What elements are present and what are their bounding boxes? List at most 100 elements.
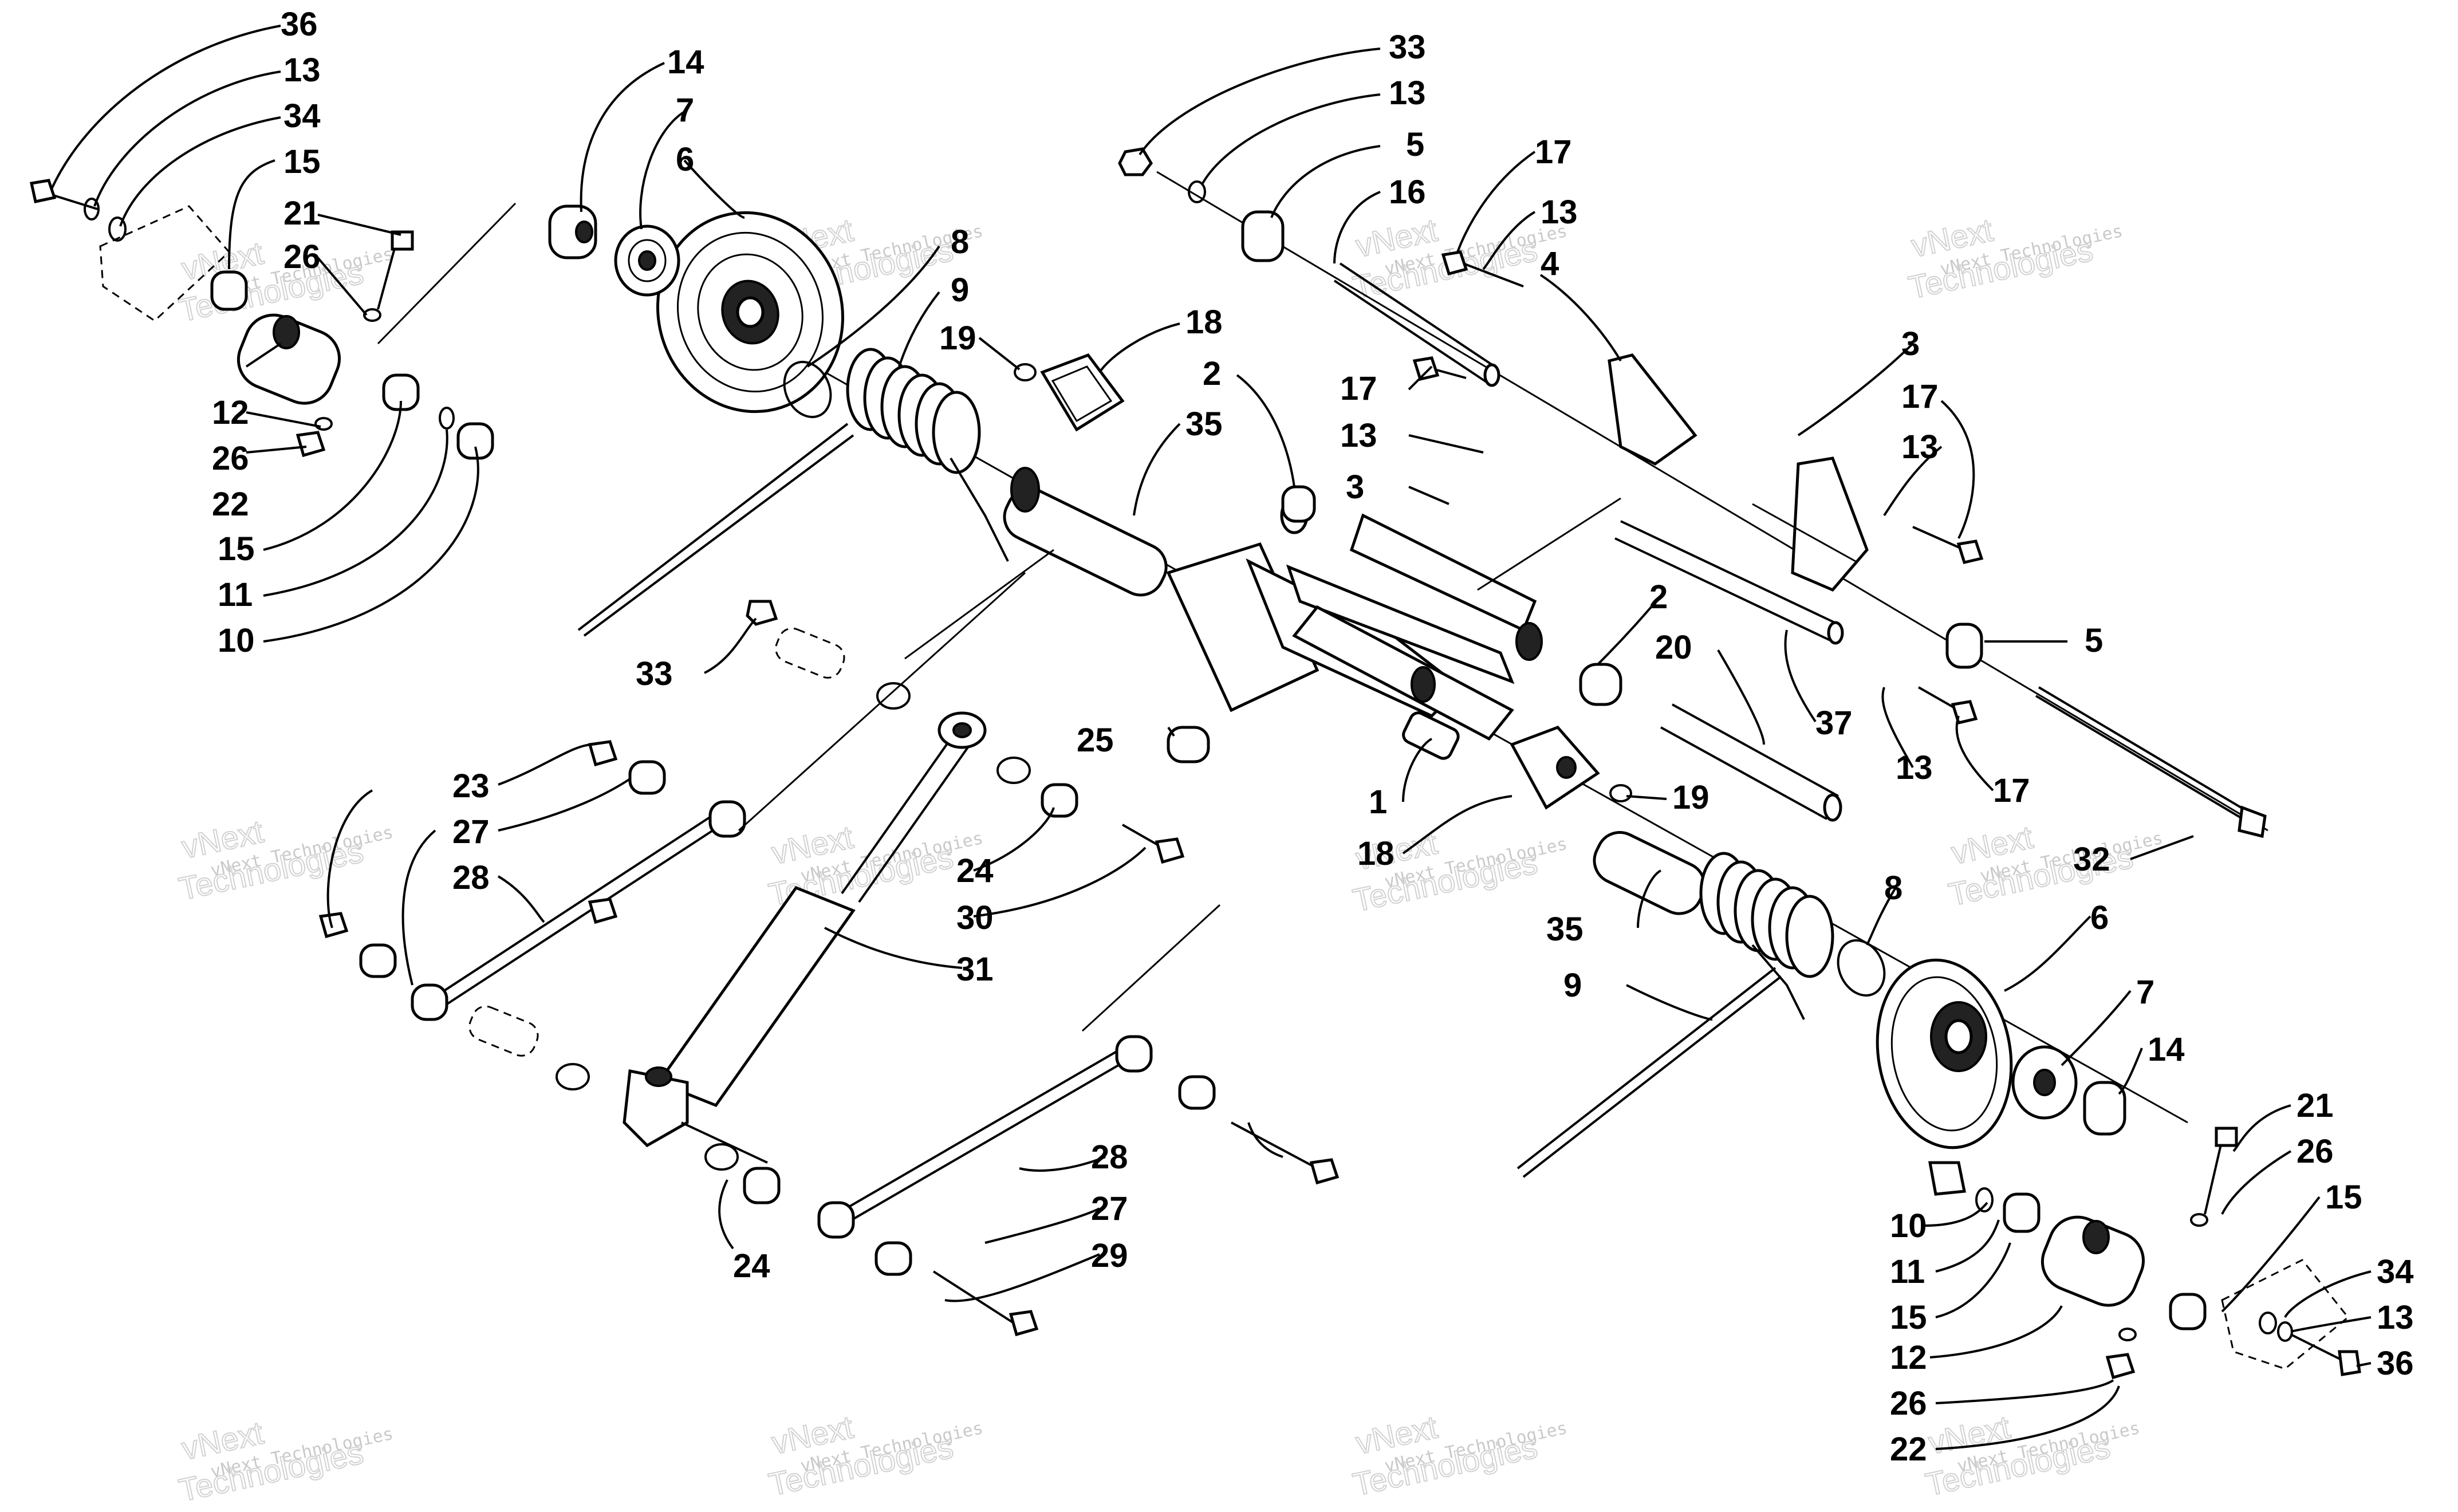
callout-2: 2 — [1203, 355, 1221, 392]
callout-33: 33 — [636, 655, 673, 692]
callout-17: 17 — [1535, 133, 1572, 171]
shaft-spacer-upper — [1003, 467, 1168, 597]
callout-37: 37 — [1815, 704, 1853, 742]
callout-36: 36 — [281, 6, 318, 43]
washer-13 — [1188, 180, 1206, 203]
callout-12: 12 — [212, 394, 249, 431]
axle-block-lower — [1928, 1127, 2361, 1380]
watermark: vNext Technologies vNext Technologies — [175, 812, 395, 907]
bolt-17-right — [1912, 526, 1984, 564]
bolt-17-upper — [1441, 250, 1524, 288]
bearing-upper — [614, 225, 680, 297]
callout-28: 28 — [452, 859, 490, 896]
snap-ring-upper — [783, 360, 832, 419]
callout-11: 11 — [1890, 1253, 1925, 1290]
callout-6: 6 — [2090, 899, 2109, 936]
callout-33: 33 — [1389, 29, 1426, 66]
torsion-spring-lower — [1516, 852, 1834, 1178]
callout-11: 11 — [218, 576, 253, 613]
shaft-spacer-lower — [1593, 830, 1706, 915]
callout-13: 13 — [1896, 749, 1933, 786]
spacer-lower — [2083, 1081, 2126, 1136]
callout-25: 25 — [1077, 722, 1114, 759]
rear-arm-brackets — [1608, 353, 1869, 592]
lower-link-upper — [359, 627, 845, 1057]
ref-line — [377, 202, 517, 345]
bolt-17-mid — [1412, 356, 1467, 381]
callout-14: 14 — [2148, 1031, 2185, 1068]
callout-9: 9 — [951, 271, 969, 309]
callout-18: 18 — [1357, 835, 1395, 872]
callout-13: 13 — [1541, 194, 1578, 231]
callout-24: 24 — [733, 1247, 770, 1285]
callout-15: 15 — [1890, 1299, 1927, 1336]
callout-26: 26 — [212, 440, 249, 477]
lower-link-lower — [743, 1035, 1216, 1276]
watermark: vNext Technologies vNext Technologies — [175, 1413, 395, 1509]
callout-15: 15 — [283, 143, 321, 180]
leader-lines — [50, 25, 2372, 1450]
callout-21: 21 — [2297, 1087, 2334, 1124]
callout-13: 13 — [1901, 428, 1939, 466]
watermark: vNext Technologies vNext Technologies — [765, 1408, 985, 1503]
bolt-28-link — [1231, 1121, 1340, 1185]
mount-bracket-lower — [1510, 726, 1600, 810]
callout-3: 3 — [1901, 325, 1920, 363]
callout-10: 10 — [218, 622, 255, 659]
callout-23: 23 — [452, 767, 490, 805]
callout-2: 2 — [1649, 578, 1668, 616]
callout-8: 8 — [951, 223, 969, 261]
callout-9: 9 — [1563, 967, 1582, 1004]
bushing-2-upper — [1281, 485, 1316, 523]
ref-line — [1081, 904, 1221, 1032]
washer-24-left — [556, 1063, 590, 1090]
callout-27: 27 — [1091, 1190, 1128, 1227]
callout-labels: 36 13 34 15 21 26 12 26 22 15 11 10 14 7… — [212, 6, 2414, 1468]
callout-26: 26 — [2297, 1133, 2334, 1170]
bushing-25 — [1167, 726, 1210, 763]
spacer-5-lower — [1945, 623, 1983, 669]
nut-23 — [588, 897, 618, 924]
washer-24-mid — [996, 757, 1031, 784]
ref-line — [1477, 497, 1621, 591]
callout-19: 19 — [939, 320, 976, 357]
callout-7: 7 — [2136, 974, 2154, 1011]
bearing-lower — [2011, 1045, 2078, 1120]
callout-24: 24 — [956, 852, 994, 889]
callout-4: 4 — [1541, 245, 1559, 282]
callout-1: 1 — [1369, 783, 1387, 821]
callout-17: 17 — [1901, 378, 1939, 415]
callout-26: 26 — [283, 238, 321, 275]
rod-37 — [1614, 520, 1844, 645]
callout-22: 22 — [1890, 1431, 1927, 1468]
callout-17: 17 — [1340, 370, 1377, 407]
callout-28: 28 — [1091, 1139, 1128, 1176]
callout-3: 3 — [1346, 468, 1364, 506]
callout-22: 22 — [212, 486, 249, 523]
callout-27: 27 — [452, 813, 490, 850]
callout-26: 26 — [1890, 1385, 1927, 1422]
torsion-spring-upper — [577, 348, 1009, 637]
washer-24-upper — [876, 682, 911, 710]
callout-18: 18 — [1185, 304, 1223, 341]
callout-35: 35 — [1185, 405, 1223, 443]
spacer-5-upper — [1241, 210, 1285, 262]
callout-19: 19 — [1672, 779, 1709, 816]
bolt-17-lower — [1918, 686, 1978, 724]
watermark: vNext Technologies vNext Technologies — [1905, 211, 2125, 306]
callout-16: 16 — [1389, 174, 1426, 211]
callout-31: 31 — [956, 951, 994, 988]
bushing-2-lower — [1579, 663, 1622, 706]
bolt-29 — [932, 1270, 1039, 1337]
watermark: vNext Technologies vNext Technologies — [1349, 1408, 1569, 1503]
callout-15: 15 — [2325, 1179, 2362, 1216]
nut-33-lower — [746, 600, 778, 626]
callout-14: 14 — [667, 44, 704, 81]
bolt-30 — [1122, 824, 1185, 864]
callout-17: 17 — [1993, 772, 2030, 809]
front-arm-weldment — [1166, 497, 1543, 760]
nut-33-upper — [1118, 147, 1153, 176]
callout-35: 35 — [1546, 911, 1583, 948]
callout-7: 7 — [676, 92, 694, 129]
